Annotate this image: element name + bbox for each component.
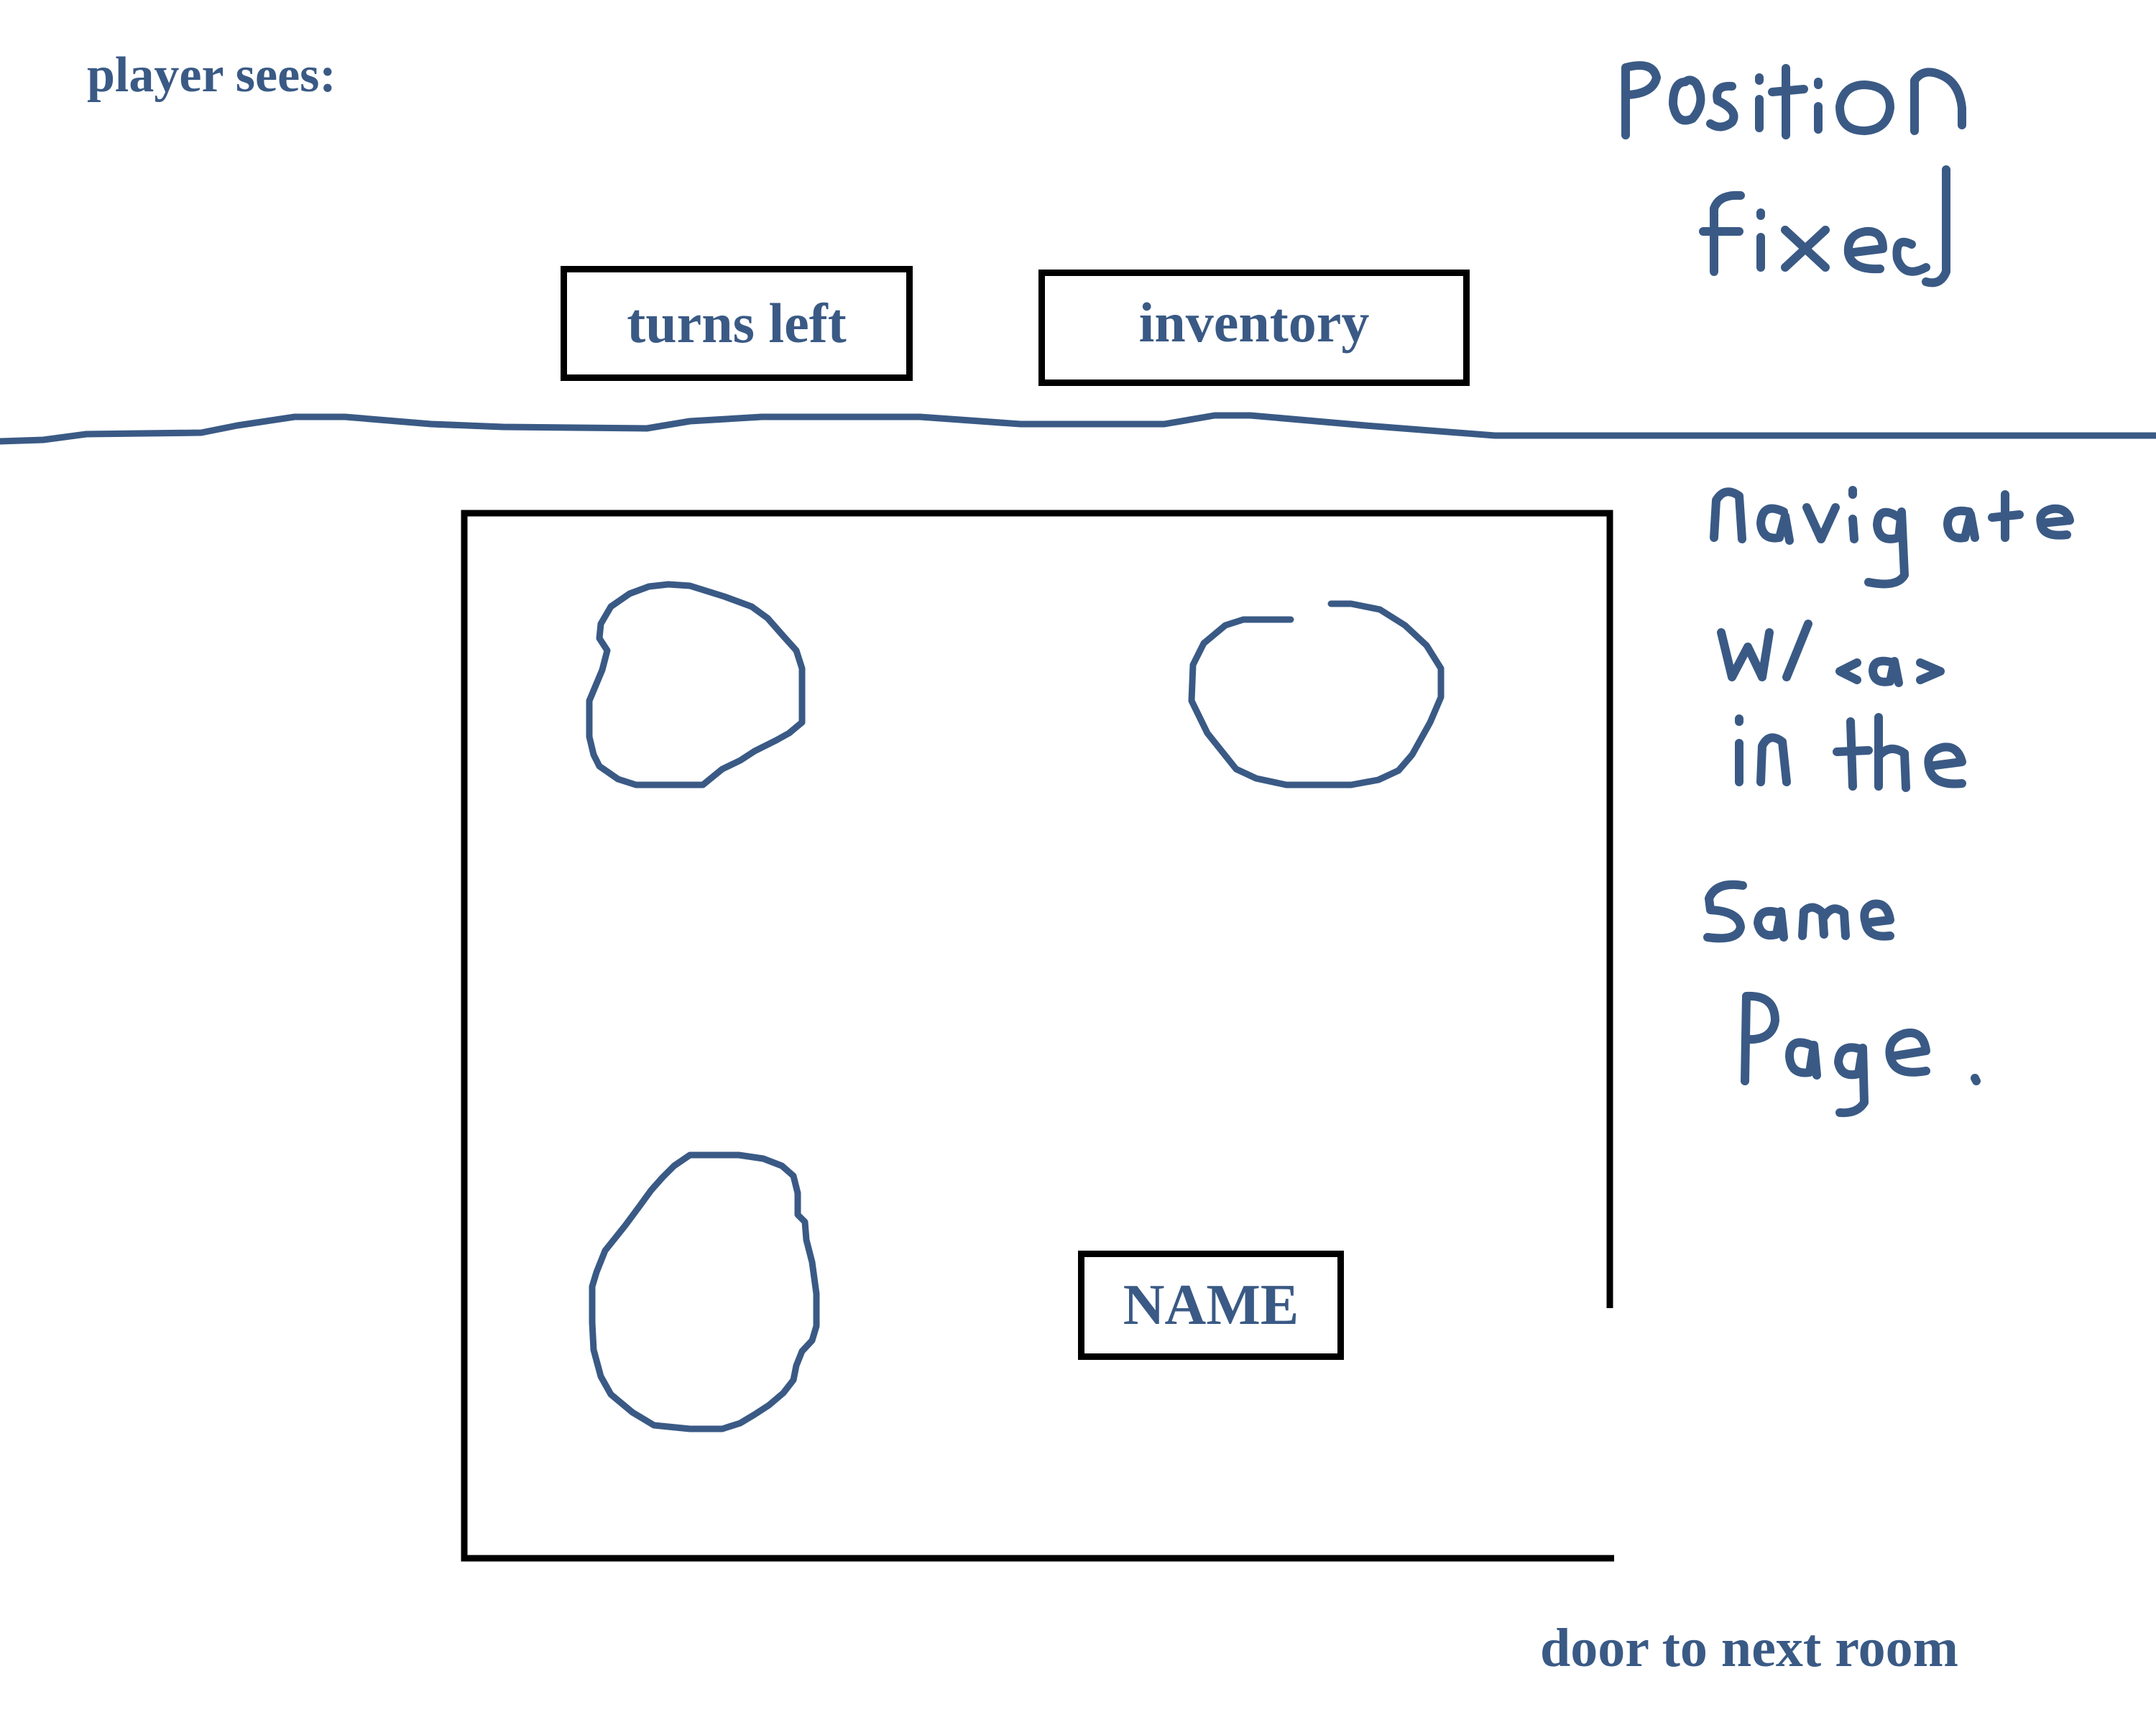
- room-item-circle-bottom-left: [589, 1151, 820, 1432]
- handwritten-note-navigate: [1703, 486, 2074, 1118]
- player-sees-label: player sees:: [87, 47, 336, 103]
- hud-divider-line: [0, 412, 2156, 445]
- room-item-circle-top-left: [586, 581, 806, 788]
- inventory-box: inventory: [1038, 270, 1470, 386]
- door-to-next-room-label: door to next room: [1540, 1618, 1958, 1678]
- room-name-label: NAME: [1123, 1274, 1299, 1337]
- room-item-circle-top-right: [1188, 600, 1445, 788]
- turns-left-label: turns left: [627, 292, 847, 354]
- inventory-label: inventory: [1138, 291, 1370, 354]
- turns-left-box: turns left: [561, 266, 913, 381]
- handwritten-note-position-fixed: [1621, 61, 1966, 288]
- room-name-box: NAME: [1078, 1251, 1344, 1360]
- room-walls: [461, 510, 1614, 1562]
